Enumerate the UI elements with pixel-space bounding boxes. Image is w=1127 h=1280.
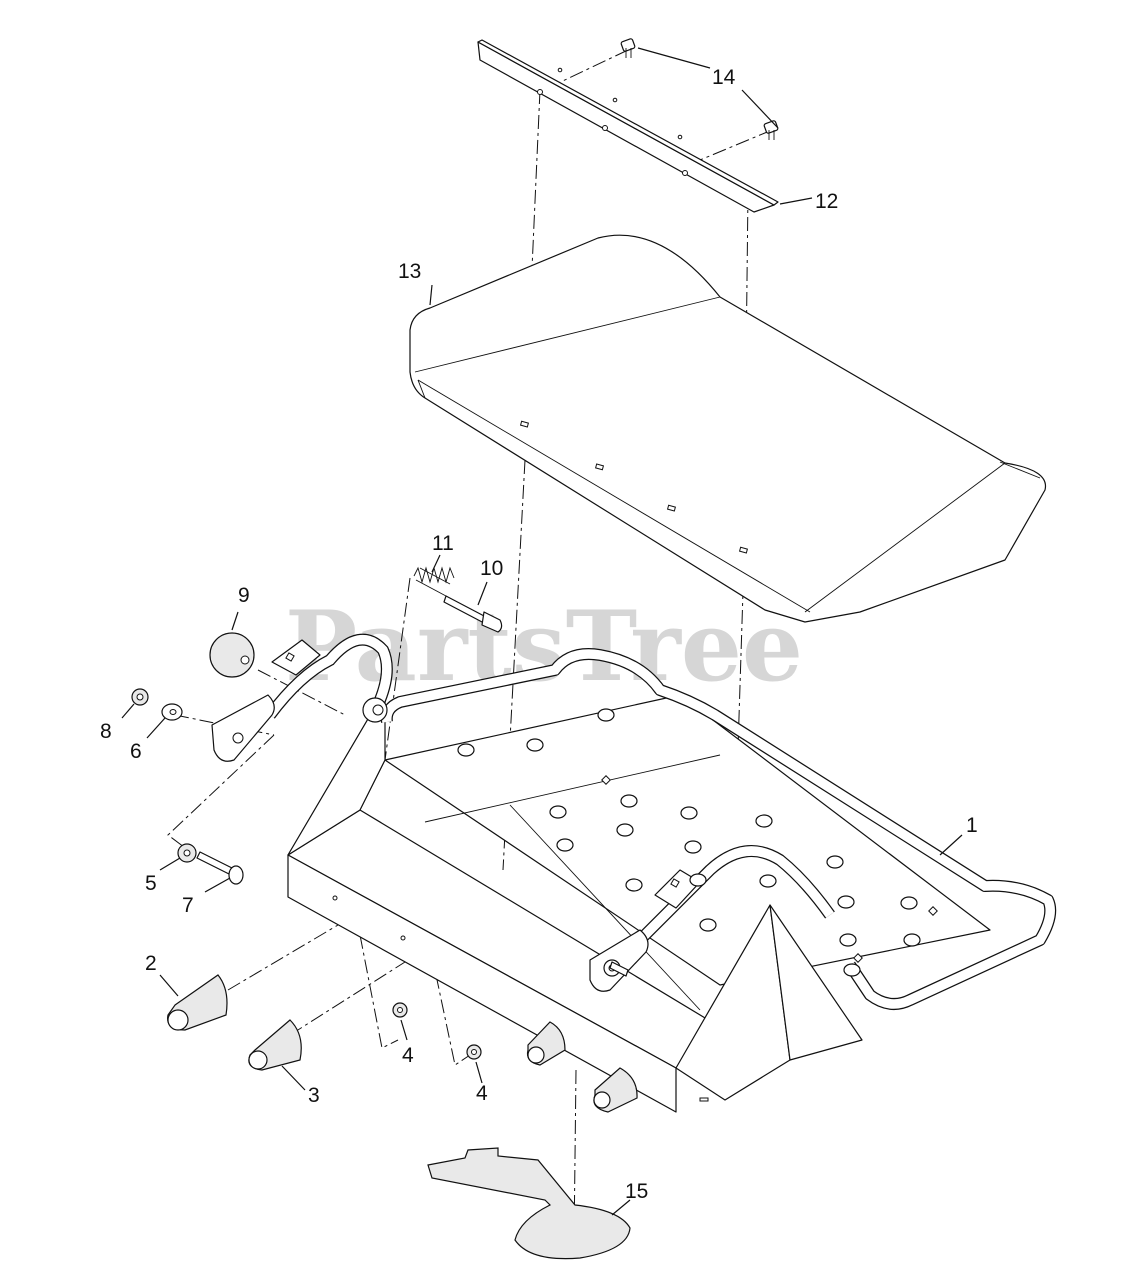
part-8-nut [131, 688, 149, 706]
part-10-pin [443, 595, 503, 633]
callout-1: 1 [966, 814, 978, 837]
callout-4a: 4 [402, 1044, 414, 1067]
watermark: PartsTree [285, 590, 803, 703]
part-13-foot-pan [409, 234, 1047, 623]
part-9-knob [209, 632, 255, 678]
part-7-bolt [196, 851, 244, 885]
part-3-bumper [248, 1019, 302, 1071]
part-12-scraper-bar [477, 39, 779, 213]
callout-2: 2 [145, 952, 157, 975]
part-1-frame [211, 633, 1057, 1113]
leader-lines [121, 47, 963, 1216]
part-4-nuts [392, 1002, 482, 1060]
callout-8: 8 [100, 720, 112, 743]
callout-10: 10 [480, 557, 503, 580]
callout-7: 7 [182, 894, 194, 917]
part-6-washer [161, 703, 183, 721]
callout-11: 11 [432, 532, 454, 555]
part-5-nut [177, 843, 197, 863]
part-14-bolts [620, 38, 779, 140]
frame-bumpers [526, 1021, 638, 1113]
part-15-decal [427, 1147, 631, 1260]
callout-12: 12 [815, 190, 838, 213]
callout-14: 14 [712, 66, 736, 89]
floor-bumps [457, 708, 938, 977]
callout-9: 9 [238, 584, 250, 607]
callout-15: 15 [625, 1180, 648, 1203]
callout-5: 5 [145, 872, 157, 895]
callout-3: 3 [308, 1084, 320, 1107]
callout-13: 13 [398, 260, 421, 283]
callout-4b: 4 [476, 1082, 488, 1105]
callout-6: 6 [130, 740, 142, 763]
part-2-bumper [167, 974, 228, 1031]
callout-labels: 1 2 3 4 4 5 6 7 8 9 10 11 12 13 14 15 [100, 66, 978, 1203]
